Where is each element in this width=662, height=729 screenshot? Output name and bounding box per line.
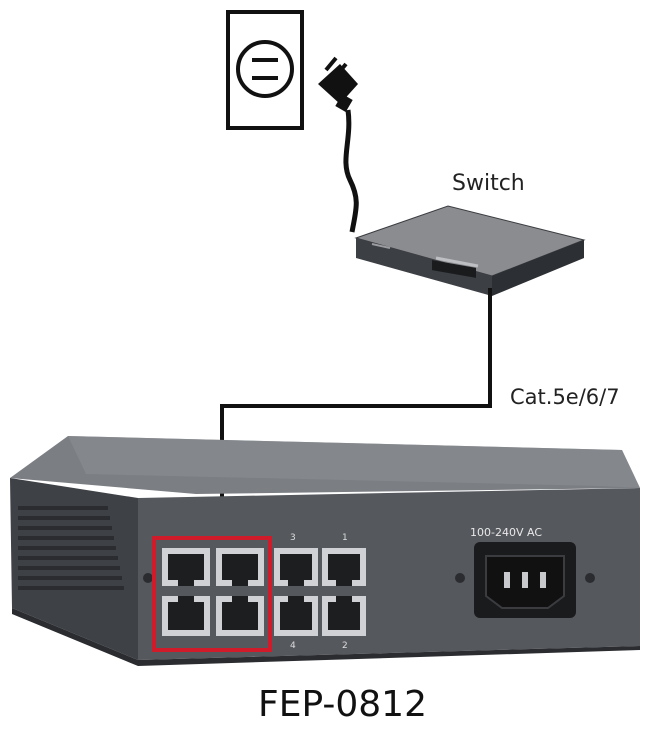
poe-switch-device: 3 1 4 2 100-240V AC (10, 436, 640, 666)
ethernet-port (162, 548, 210, 586)
iec-power-socket-icon (455, 542, 595, 618)
port-number: 2 (342, 641, 348, 651)
port-number: 1 (342, 533, 348, 543)
power-rating-label: 100-240V AC (470, 526, 542, 539)
switch-label: Switch (452, 171, 525, 196)
power-plug-icon (318, 56, 358, 113)
power-cord (343, 109, 359, 233)
ethernet-port (322, 596, 366, 636)
ethernet-port (322, 548, 366, 586)
screw (143, 573, 153, 583)
vent-grille (18, 506, 124, 590)
ethernet-port (216, 548, 264, 586)
highlighted-ports (152, 536, 272, 652)
ethernet-port (274, 548, 318, 586)
cable-label: Cat.5e/6/7 (510, 385, 620, 409)
model-label: FEP-0812 (258, 684, 427, 725)
ethernet-ports (162, 548, 366, 636)
ethernet-port (162, 596, 210, 636)
port-number: 4 (290, 641, 296, 651)
wall-outlet-icon (226, 10, 304, 130)
network-switch-icon (354, 205, 586, 296)
ethernet-port (216, 596, 264, 636)
ethernet-port (274, 596, 318, 636)
port-number: 3 (290, 533, 296, 543)
